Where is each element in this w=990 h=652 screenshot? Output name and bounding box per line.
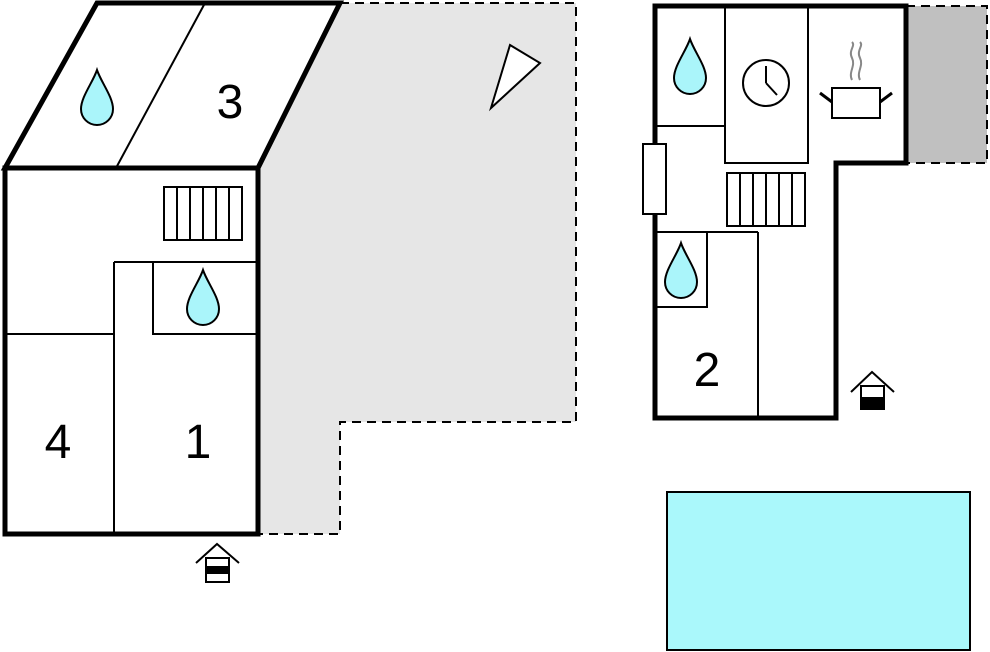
room-number-3: 3 [217, 76, 244, 129]
staircase-icon [726, 172, 806, 227]
entrance-icon [195, 542, 240, 583]
entrance-icon [850, 370, 895, 410]
north-arrow-icon [488, 43, 542, 112]
terrace-left [257, 1, 577, 535]
cooking-pot-icon [819, 41, 893, 119]
bathroom-lower-right [654, 231, 708, 308]
bathroom-left [152, 261, 259, 335]
pool [666, 491, 971, 651]
clock-icon [742, 59, 790, 107]
room-number-2: 2 [694, 344, 721, 397]
staircase-icon [163, 186, 243, 241]
room-number-4: 4 [45, 416, 72, 469]
room-number-1: 1 [185, 416, 212, 469]
carport [905, 5, 988, 164]
room3-divider [115, 2, 206, 169]
wall-unit [642, 143, 667, 215]
